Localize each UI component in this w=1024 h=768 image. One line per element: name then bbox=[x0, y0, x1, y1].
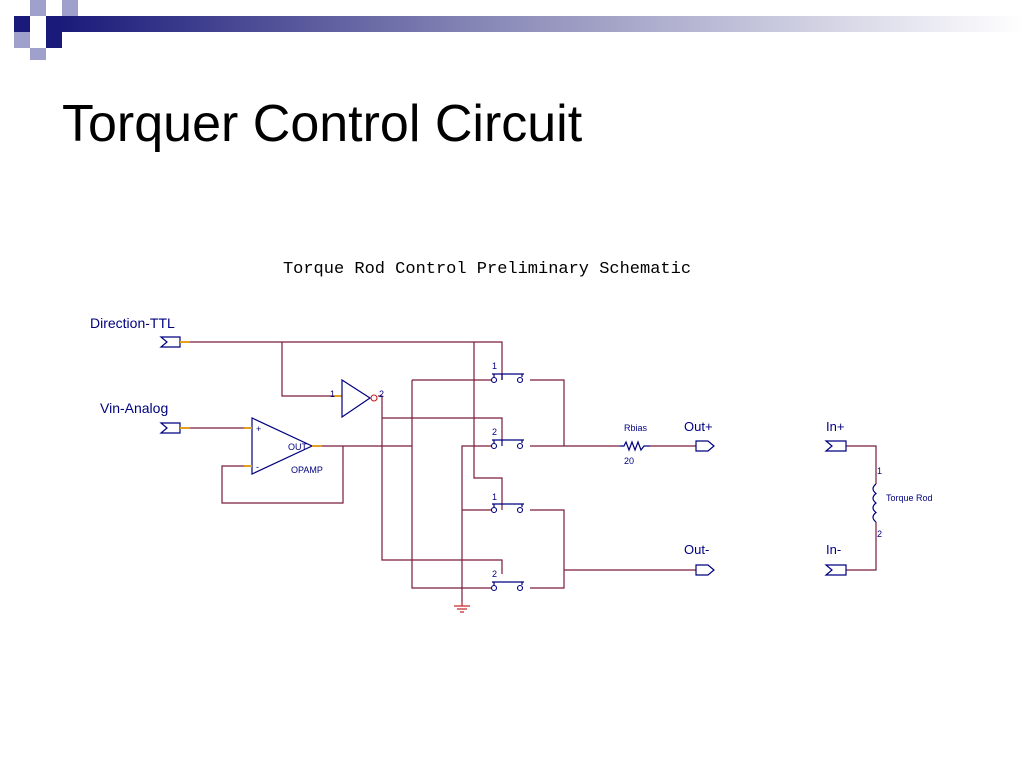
header-square bbox=[14, 16, 30, 32]
coil-pin-top: 1 bbox=[877, 466, 882, 476]
header-square bbox=[62, 0, 78, 16]
port-vin-analog: Vin-Analog bbox=[100, 400, 190, 434]
port-label-vin: Vin-Analog bbox=[100, 400, 168, 416]
switch-3: 1 bbox=[490, 492, 524, 514]
port-label-in-minus: In- bbox=[826, 542, 841, 557]
ground-symbol bbox=[454, 602, 470, 613]
inverter-pin-in: 1 bbox=[330, 389, 335, 399]
resistor-name: Rbias bbox=[624, 423, 648, 433]
slide-header-decoration bbox=[14, 0, 1024, 60]
opamp-label: OPAMP bbox=[291, 465, 323, 475]
port-out-minus: Out- bbox=[684, 542, 715, 576]
header-square bbox=[30, 16, 46, 32]
switch-1: 1 bbox=[490, 361, 524, 384]
resistor-rbias: Rbias 20 bbox=[620, 423, 650, 466]
slide-title: Torquer Control Circuit bbox=[62, 95, 583, 153]
inverter-pin-out: 2 bbox=[379, 389, 384, 399]
opamp-minus-pin: - bbox=[256, 462, 259, 472]
header-square bbox=[46, 32, 62, 48]
switch-2: 2 bbox=[490, 427, 524, 450]
opamp-out-pin: OUT bbox=[288, 442, 308, 452]
opamp-plus-pin: + bbox=[256, 424, 261, 434]
port-out-plus: Out+ bbox=[684, 419, 715, 452]
coil-name: Torque Rod bbox=[886, 493, 933, 503]
switch-pin: 1 bbox=[492, 492, 497, 502]
port-label-out-plus: Out+ bbox=[684, 419, 713, 434]
wires bbox=[190, 341, 877, 602]
port-label-out-minus: Out- bbox=[684, 542, 709, 557]
switch-4: 2 bbox=[490, 569, 524, 592]
coil-pin-bottom: 2 bbox=[877, 529, 882, 539]
header-square bbox=[14, 32, 30, 48]
inverter-gate: 1 2 bbox=[330, 378, 384, 419]
port-in-plus: In+ bbox=[824, 419, 847, 452]
port-in-minus: In- bbox=[824, 542, 847, 576]
opamp: + - OUT OPAMP bbox=[244, 417, 323, 475]
switch-pin: 2 bbox=[492, 427, 497, 437]
header-square bbox=[46, 16, 60, 32]
port-label-direction: Direction-TTL bbox=[90, 315, 175, 331]
switch-pin: 1 bbox=[492, 361, 497, 371]
header-square bbox=[30, 48, 46, 60]
header-square bbox=[30, 0, 46, 16]
switch-pin: 2 bbox=[492, 569, 497, 579]
resistor-value: 20 bbox=[624, 456, 634, 466]
port-label-in-plus: In+ bbox=[826, 419, 844, 434]
port-direction-ttl: Direction-TTL bbox=[90, 315, 190, 348]
coil-torque-rod: 1 Torque Rod 2 bbox=[872, 466, 933, 539]
schematic-title: Torque Rod Control Preliminary Schematic bbox=[283, 260, 691, 279]
header-gradient-bar bbox=[60, 16, 1024, 32]
